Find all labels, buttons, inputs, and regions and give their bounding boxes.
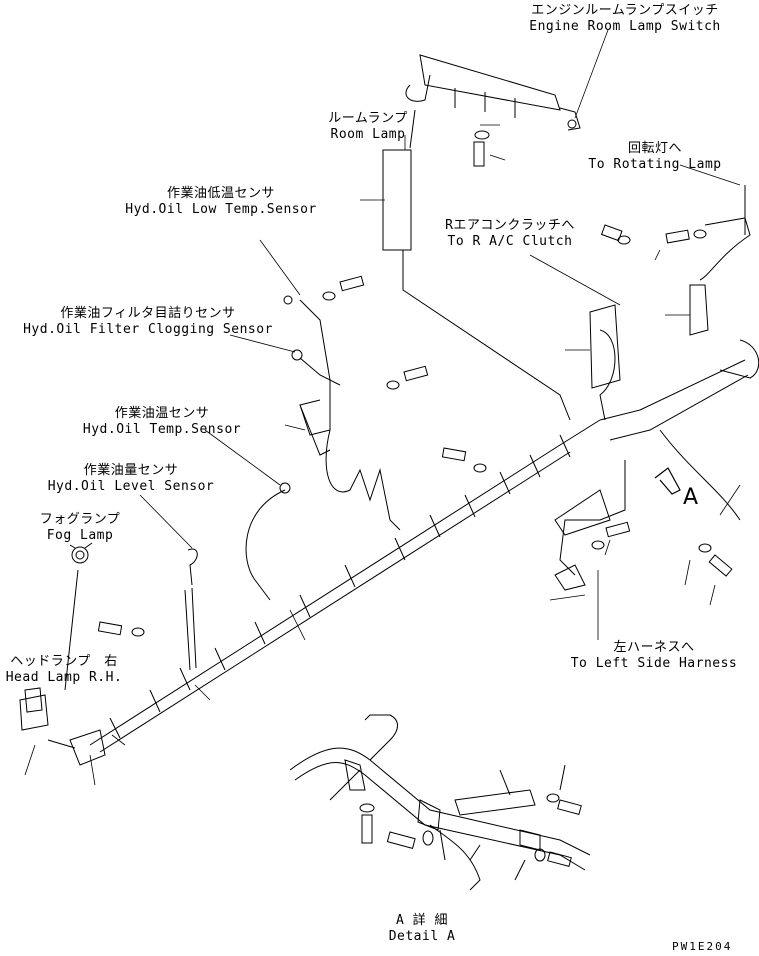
detail-a-view: [290, 715, 590, 890]
detail-a-label-en: Detail A: [388, 929, 456, 944]
fog-lamp-label-en: Fog Lamp: [46, 528, 114, 543]
head-lamp-rh-label-en: Head Lamp R.H.: [5, 670, 123, 685]
rotating-lamp-label-en: To Rotating Lamp: [588, 157, 722, 172]
room-lamp-body: [383, 150, 411, 250]
hyd-oil-temp-sensor-label-en: Hyd.Oil Temp.Sensor: [82, 422, 242, 437]
head-lamp-rh-label-jp: ヘッドランプ 右: [10, 654, 118, 669]
rotating-lamp-label-jp: 回転灯へ: [627, 141, 683, 156]
room-lamp-label-jp: ルームランプ: [328, 111, 408, 126]
view-marker-a: A: [683, 485, 699, 510]
detail-a-label-jp: A 詳 細: [396, 913, 448, 928]
r-ac-clutch-label-jp: Rエアコンクラッチへ: [445, 218, 575, 233]
drawing-code: PW1E204: [672, 940, 733, 953]
hyd-oil-temp-sensor-label-jp: 作業油温センサ: [114, 406, 210, 421]
harness-clamps: [110, 435, 570, 738]
leader-lines: [25, 30, 740, 785]
hyd-oil-low-temp-sensor-label-en: Hyd.Oil Low Temp.Sensor: [125, 202, 317, 217]
bolt-washer-set-1: [98, 276, 486, 636]
hyd-oil-low-temp-sensor-label-jp: 作業油低温センサ: [166, 186, 276, 201]
engine-room-lamp-switch-label-jp: エンジンルームランプスイッチ: [531, 3, 719, 18]
hyd-oil-level-sensor-label-jp: 作業油量センサ: [83, 463, 179, 478]
left-side-harness-label-en: To Left Side Harness: [570, 656, 738, 671]
switch-panel: [420, 55, 560, 110]
hyd-oil-filter-clogging-sensor-label-jp: 作業油フィルタ目詰りセンサ: [60, 306, 236, 321]
r-ac-clutch-label-en: To R A/C Clutch: [447, 234, 573, 249]
hyd-oil-level-sensor-label-en: Hyd.Oil Level Sensor: [47, 479, 215, 494]
fog-lamp-label-jp: フォグランプ: [39, 512, 121, 527]
room-lamp-label-en: Room Lamp: [330, 127, 406, 142]
hyd-oil-filter-clogging-sensor-label-en: Hyd.Oil Filter Clogging Sensor: [23, 322, 273, 337]
engine-room-lamp-switch-label-en: Engine Room Lamp Switch: [529, 19, 721, 34]
main-harness: [90, 420, 600, 745]
left-side-harness-label-jp: 左ハーネスへ: [613, 640, 695, 655]
